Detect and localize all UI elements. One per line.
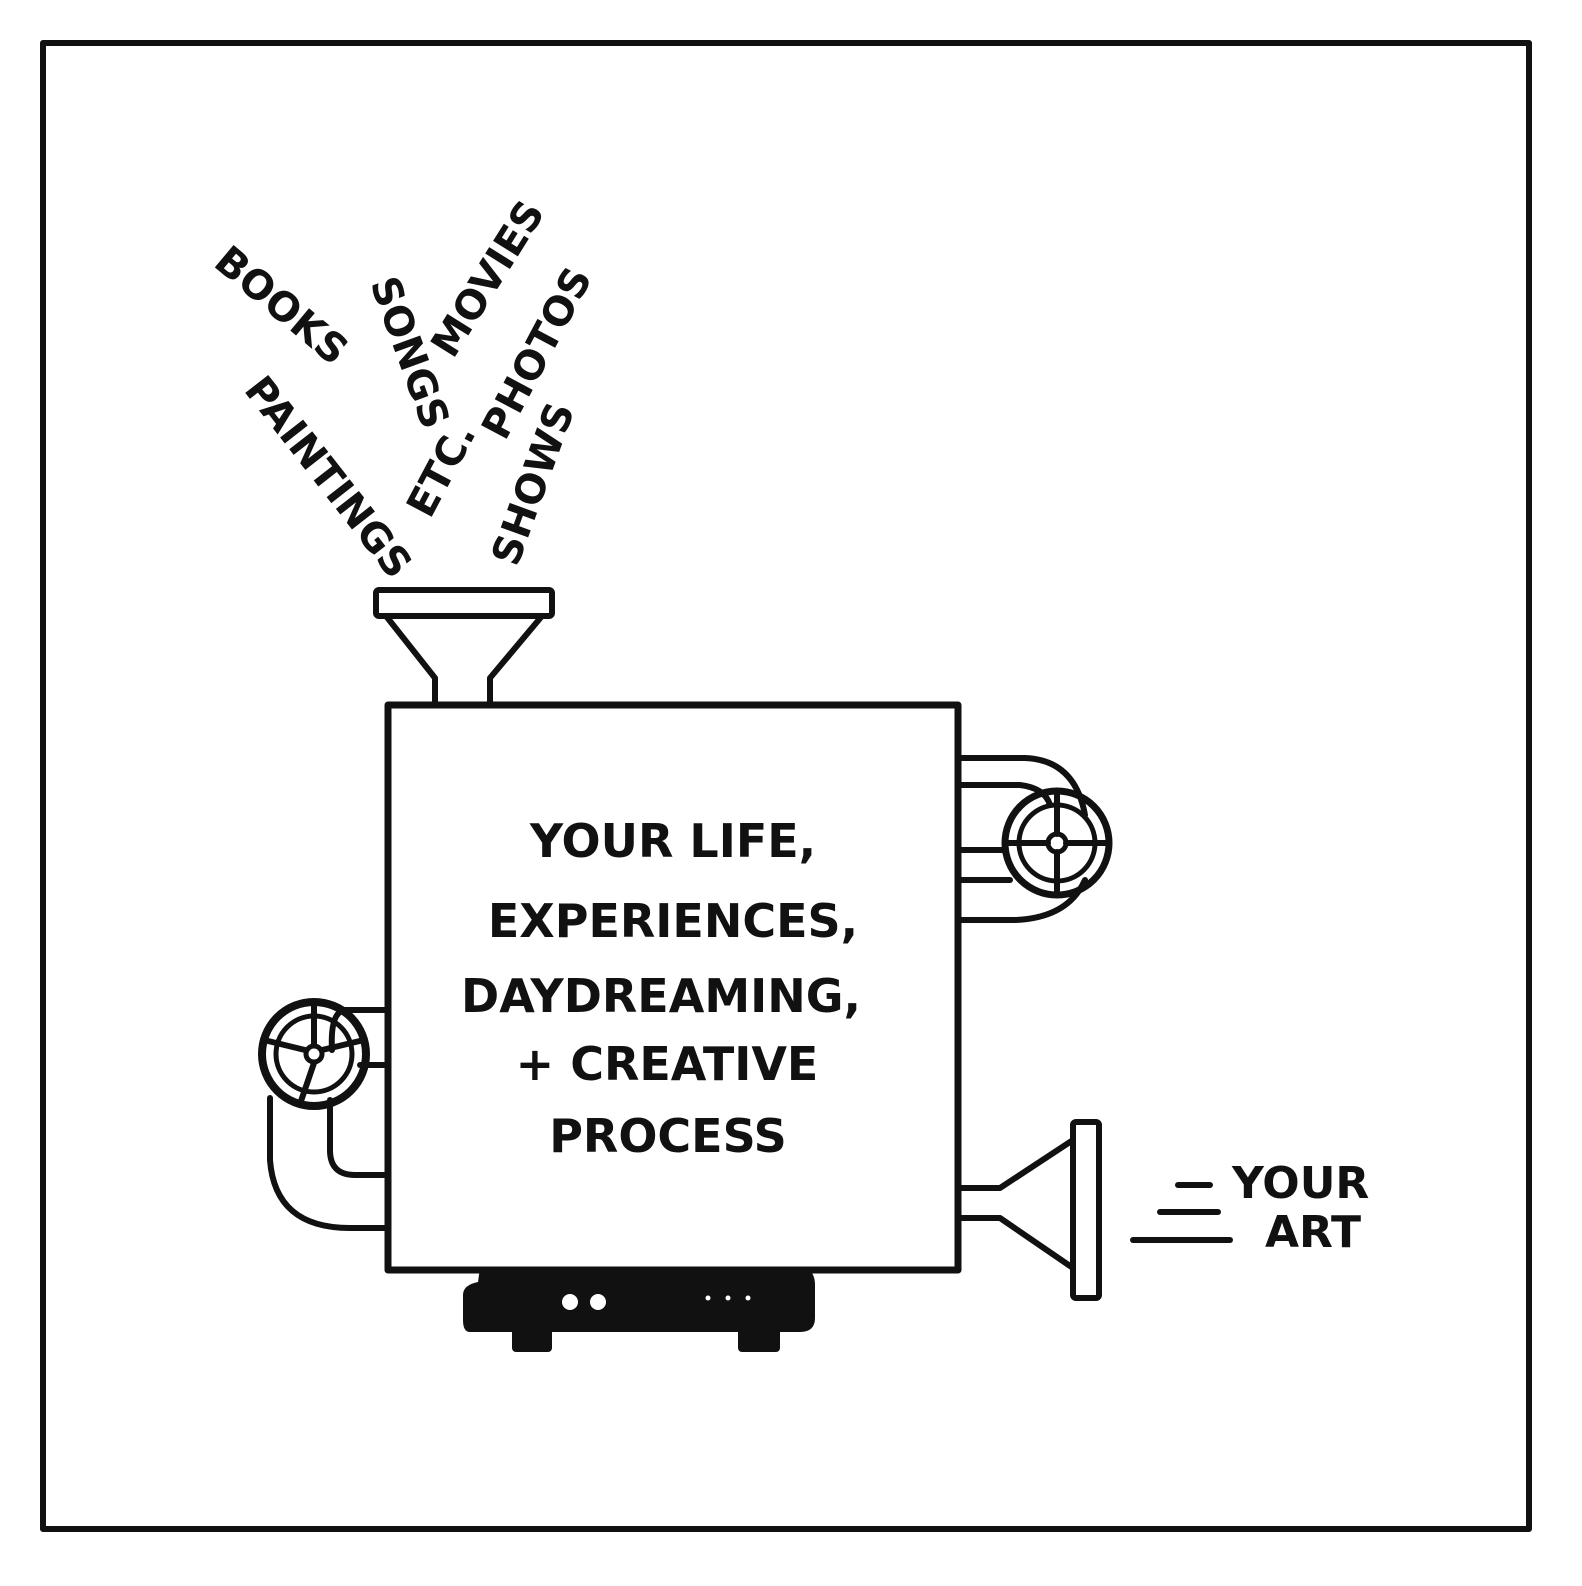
input-words: BOOKS SONGS MOVIES PAINTINGS ETC. PHOTOS… (206, 193, 602, 587)
funnel-icon (373, 587, 555, 708)
valve-wheel-icon (1001, 787, 1113, 899)
input-word-etc: ETC. (398, 416, 485, 525)
machine-box (384, 701, 962, 1274)
machine-line-4: + CREATIVE (516, 1037, 819, 1091)
machine-line-2: EXPERIENCES, (488, 894, 858, 948)
output-line-1: YOUR (1231, 1158, 1369, 1209)
machine-line-3: DAYDREAMING, (461, 969, 861, 1023)
machine-label: YOUR LIFE, EXPERIENCES, DAYDREAMING, + C… (461, 814, 861, 1163)
output-label: YOUR ART (1231, 1158, 1369, 1258)
output-nozzle-icon (955, 1119, 1102, 1301)
output-line-2: ART (1265, 1207, 1361, 1258)
input-word-paintings: PAINTINGS (235, 368, 420, 587)
machine-line-5: PROCESS (549, 1109, 787, 1163)
valve-wheel-icon-left (258, 998, 370, 1110)
machine-line-1: YOUR LIFE, (529, 814, 816, 868)
panel-border (40, 40, 1532, 1532)
input-word-books: BOOKS (206, 237, 357, 374)
upper-right-pipe (955, 755, 1088, 923)
motion-lines (1130, 1182, 1233, 1243)
machine-base-icon (463, 1268, 815, 1352)
